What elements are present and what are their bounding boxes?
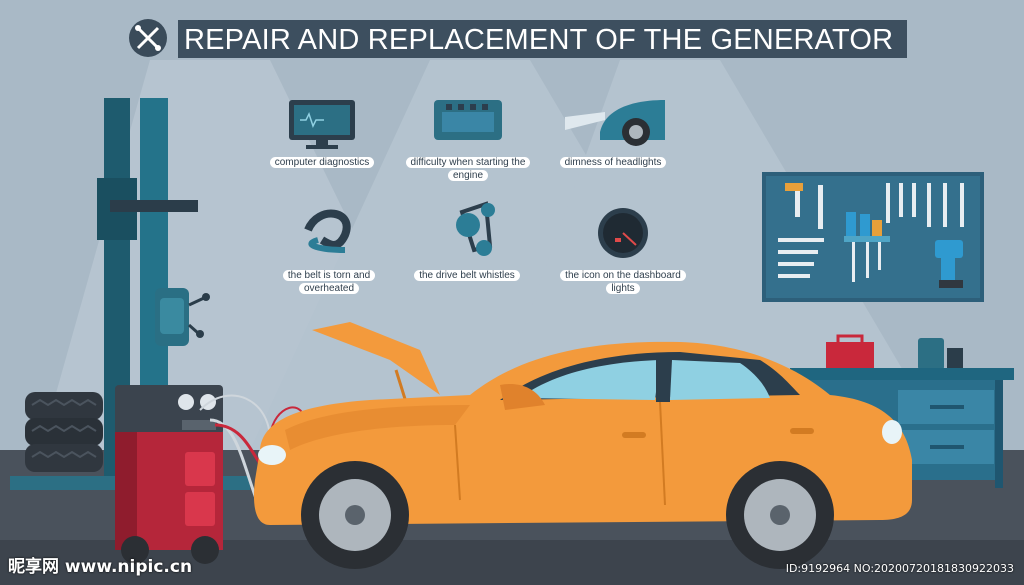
torn-belt-icon <box>304 209 351 253</box>
car-battery-icon <box>434 100 502 140</box>
diagnostic-machine <box>115 385 306 564</box>
symptom-label-headlights: dimness of headlights <box>548 157 678 170</box>
headlight-icon <box>565 100 665 146</box>
computer-monitor-icon <box>289 100 355 149</box>
drive-belt-pulley-icon <box>456 201 495 256</box>
tire-stack <box>25 392 103 472</box>
symptom-label-belt-torn: the belt is torn and overheated <box>264 270 394 295</box>
symptom-label-engine-start: difficulty when starting the engine <box>403 157 533 182</box>
image-id: ID:9192964 NO:20200720181830922033 <box>785 562 1014 575</box>
symptom-label-dashboard: the icon on the dashboard lights <box>558 270 688 295</box>
page-title: REPAIR AND REPLACEMENT OF THE GENERATOR <box>178 20 908 58</box>
wrench-screwdriver-icon <box>129 19 167 57</box>
dashboard-gauge-icon <box>598 208 648 258</box>
watermark: 昵享网 www.nipic.cn <box>8 557 193 577</box>
symptom-label-belt-whistles: the drive belt whistles <box>402 270 532 283</box>
tool-pegboard <box>762 172 984 302</box>
symptom-label-computer-diagnostics: computer diagnostics <box>257 157 387 170</box>
orange-car <box>253 322 912 569</box>
